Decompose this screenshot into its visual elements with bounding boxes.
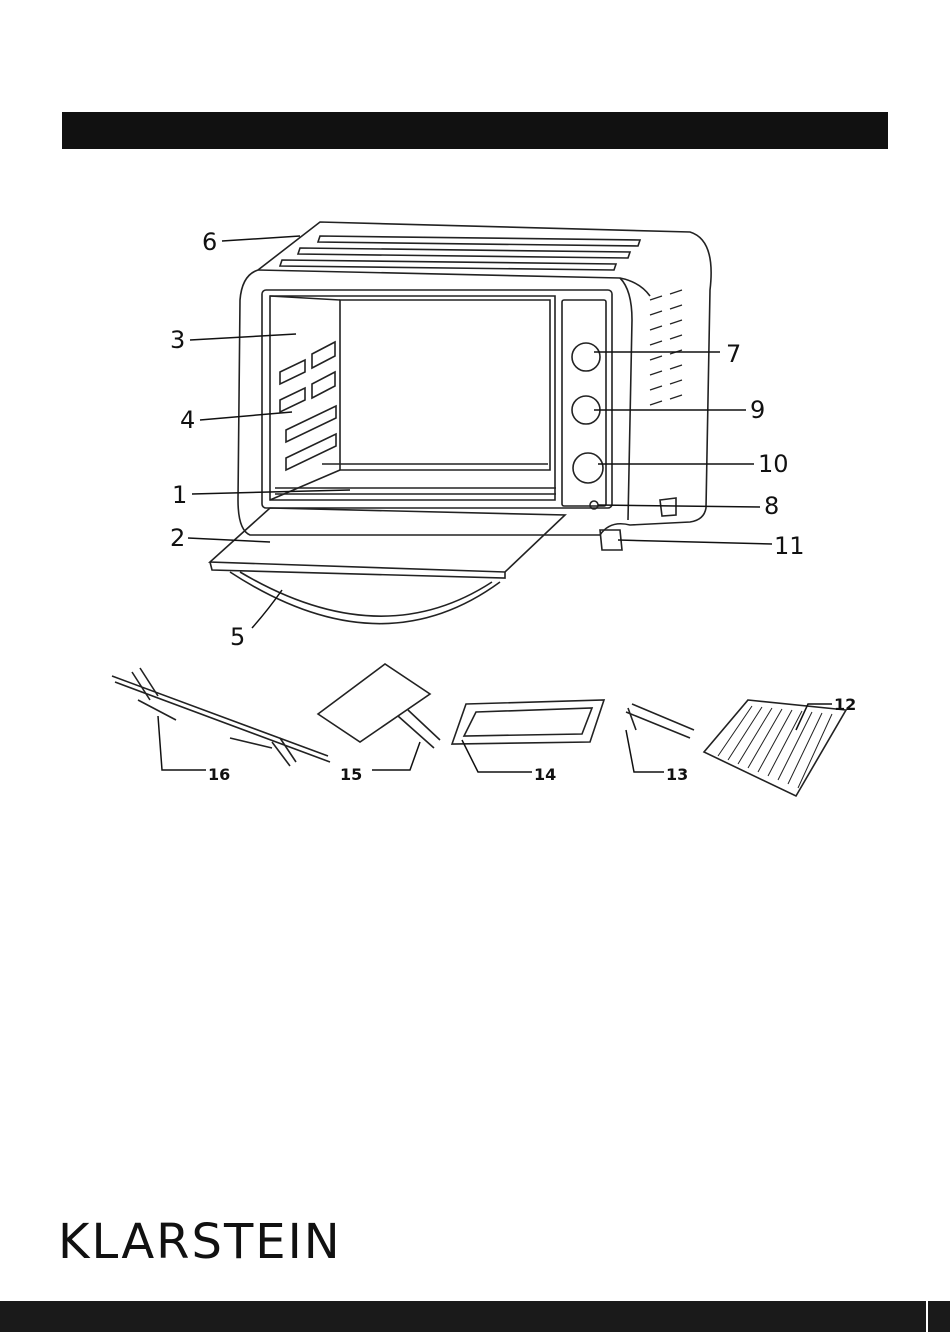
label-14: 14 bbox=[534, 765, 556, 784]
label-2: 2 bbox=[170, 524, 185, 552]
brand-logo: KLARSTEIN bbox=[58, 1218, 342, 1266]
label-11: 11 bbox=[774, 532, 805, 560]
footer-bar bbox=[0, 1301, 950, 1332]
top-vent-1 bbox=[318, 236, 640, 246]
label-4: 4 bbox=[180, 406, 195, 434]
leader-5 bbox=[252, 590, 282, 628]
leader-8 bbox=[598, 505, 760, 507]
leader-2 bbox=[188, 538, 270, 542]
label-15: 15 bbox=[340, 765, 362, 784]
control-panel bbox=[562, 300, 606, 506]
baking-tray bbox=[452, 700, 604, 744]
wire-rack bbox=[704, 700, 846, 796]
rack-guide-4 bbox=[312, 372, 335, 398]
oven-parts-diagram: 6 3 4 1 2 5 7 9 10 8 11 16 15 14 13 12 bbox=[0, 0, 950, 820]
oven-door bbox=[210, 508, 565, 572]
rack-guide-3 bbox=[280, 388, 305, 412]
spit-fork-2 bbox=[230, 738, 296, 766]
leader-6 bbox=[222, 236, 300, 241]
label-5: 5 bbox=[230, 623, 245, 651]
label-3: 3 bbox=[170, 326, 185, 354]
oven-side-edge bbox=[620, 278, 632, 520]
spit-fork-1 bbox=[132, 668, 176, 720]
label-9: 9 bbox=[750, 396, 765, 424]
rotisserie-spit bbox=[112, 676, 330, 762]
knob-7 bbox=[572, 343, 600, 371]
leader-13 bbox=[626, 730, 664, 772]
leader-16 bbox=[158, 716, 206, 770]
label-16: 16 bbox=[208, 765, 230, 784]
leader-14 bbox=[462, 740, 532, 772]
rack-guide-2 bbox=[312, 342, 335, 368]
rotisserie-handle bbox=[626, 704, 694, 738]
label-8: 8 bbox=[764, 492, 779, 520]
top-vent-3 bbox=[280, 260, 616, 270]
side-vents bbox=[650, 290, 682, 405]
label-7: 7 bbox=[726, 340, 741, 368]
knob-10 bbox=[573, 453, 603, 483]
label-1: 1 bbox=[172, 481, 187, 509]
rack-guide-5 bbox=[286, 406, 336, 442]
leader-3 bbox=[190, 334, 296, 340]
front-frame bbox=[262, 290, 612, 508]
oven-top-edge bbox=[258, 270, 650, 296]
leader-4 bbox=[200, 412, 292, 420]
label-13: 13 bbox=[666, 765, 688, 784]
wire-rack-bars bbox=[718, 706, 832, 788]
foot-rear bbox=[660, 498, 676, 516]
leader-15 bbox=[372, 742, 420, 770]
label-6: 6 bbox=[202, 228, 217, 256]
oven-back-wall bbox=[340, 300, 550, 470]
leader-11 bbox=[618, 540, 772, 544]
label-12: 12 bbox=[834, 695, 856, 714]
door-handle-inner bbox=[240, 572, 492, 616]
baking-tray-inner bbox=[464, 708, 592, 736]
label-10: 10 bbox=[758, 450, 789, 478]
footer-tab-divider bbox=[926, 1301, 928, 1332]
tray-handle-rod bbox=[398, 710, 440, 748]
top-vent-2 bbox=[298, 248, 630, 258]
rack-guide-1 bbox=[280, 360, 305, 384]
